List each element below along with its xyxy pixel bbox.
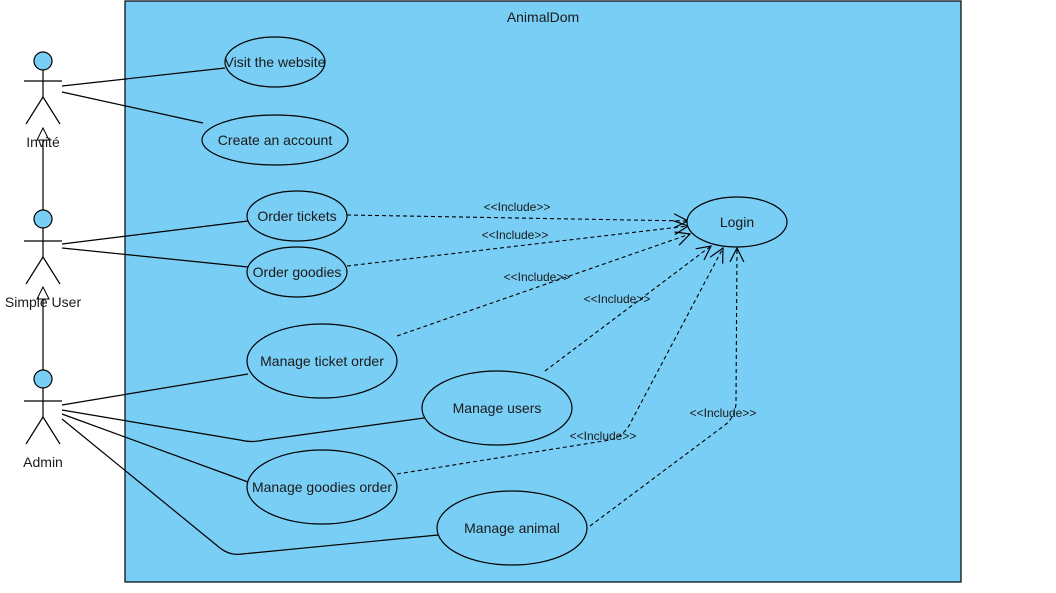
- include-manage-ticket-login: [396, 234, 690, 337]
- use-case-manage-ticket-order[interactable]: Manage ticket order: [246, 323, 398, 399]
- actor-label-simple-user: Simple User: [5, 294, 82, 310]
- use-case-create-account[interactable]: Create an account: [201, 114, 349, 166]
- assoc-invite-visit: [61, 67, 226, 87]
- use-case-label: Order tickets: [257, 208, 336, 224]
- actor-invite[interactable]: [24, 51, 62, 125]
- use-case-label: Manage animal: [464, 520, 560, 536]
- use-case-label: Manage goodies order: [252, 479, 392, 495]
- assoc-user-order-goodies: [61, 247, 249, 268]
- use-case-order-tickets[interactable]: Order tickets: [246, 190, 348, 242]
- use-case-manage-users[interactable]: Manage users: [421, 370, 573, 446]
- use-case-label: Login: [720, 214, 754, 230]
- include-labels: <<Include>> <<Include>> <<Include>> <<In…: [482, 200, 757, 443]
- include-order-tickets-login: [346, 215, 688, 221]
- use-case-label: Manage users: [453, 400, 542, 416]
- include-label: <<Include>>: [690, 406, 757, 420]
- use-case-label: Manage ticket order: [260, 353, 384, 369]
- include-manage-animal-login: [589, 248, 737, 527]
- assoc-admin-manage-users: [61, 409, 425, 443]
- include-label: <<Include>>: [504, 270, 571, 284]
- include-label: <<Include>>: [584, 292, 651, 306]
- assoc-invite-create: [61, 91, 204, 124]
- include-label: <<Include>>: [482, 228, 549, 242]
- actor-simple-user[interactable]: [24, 209, 62, 285]
- include-order-goodies-login: [346, 226, 688, 267]
- use-case-manage-animal[interactable]: Manage animal: [436, 490, 588, 566]
- use-case-order-goodies[interactable]: Order goodies: [246, 246, 348, 298]
- use-case-label: Create an account: [218, 132, 333, 148]
- use-case-label: Visit the website: [225, 54, 326, 70]
- actor-label-admin: Admin: [23, 454, 63, 470]
- actor-admin[interactable]: [24, 369, 62, 445]
- use-case-manage-goodies-order[interactable]: Manage goodies order: [246, 449, 398, 525]
- assoc-admin-manage-goodies: [61, 413, 249, 483]
- include-label: <<Include>>: [570, 429, 637, 443]
- actor-label-invite: Invité: [26, 134, 60, 150]
- associations: [61, 67, 439, 555]
- include-dependencies: [346, 215, 737, 527]
- include-manage-goodies-login: [396, 248, 723, 475]
- include-label: <<Include>>: [484, 200, 551, 214]
- assoc-user-order-tickets: [61, 220, 249, 245]
- system-title: AnimalDom: [507, 9, 579, 25]
- use-case-label: Order goodies: [253, 264, 342, 280]
- use-case-login[interactable]: Login: [686, 196, 788, 248]
- use-case-visit-website[interactable]: Visit the website: [224, 36, 326, 88]
- assoc-admin-manage-ticket: [61, 373, 249, 406]
- assoc-admin-manage-animal: [61, 418, 439, 555]
